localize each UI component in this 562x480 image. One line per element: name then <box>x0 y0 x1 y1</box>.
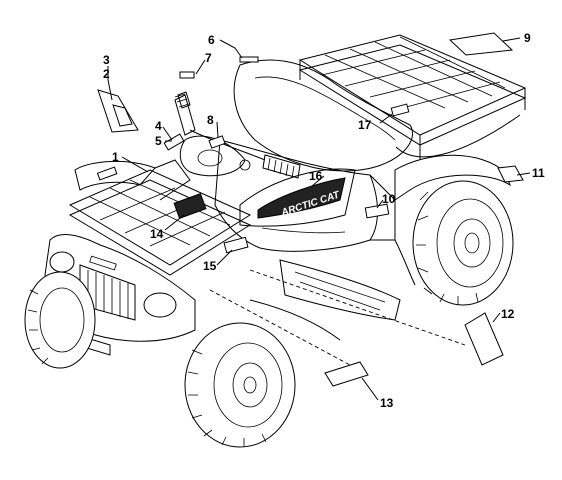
decal-7-shape <box>179 71 195 79</box>
callout-12: 12 <box>501 307 515 321</box>
decal-11-shape <box>497 165 524 183</box>
dashed-leader-12 <box>249 269 466 346</box>
dashed-leader-13 <box>209 289 351 366</box>
callout-16: 16 <box>309 169 323 183</box>
callout-10: 10 <box>382 192 396 206</box>
handlebar <box>174 91 301 179</box>
callout-6: 6 <box>208 33 215 47</box>
decal-2-inner-shape <box>112 104 133 127</box>
callout-5: 5 <box>155 134 162 148</box>
callout-8: 8 <box>207 113 214 127</box>
decal-6-shape <box>239 56 259 63</box>
callout-9: 9 <box>524 31 531 45</box>
callout-7: 7 <box>205 51 212 65</box>
decal-5-shape <box>163 133 185 151</box>
callout-14: 14 <box>150 227 164 241</box>
front-left-tire <box>24 271 96 369</box>
loose-decals <box>97 32 524 387</box>
callout-3: 3 <box>103 53 110 67</box>
callout-labels: 1 2 3 4 5 6 7 8 9 10 11 12 13 14 15 16 1… <box>103 31 545 410</box>
decal-9-shape <box>448 32 514 56</box>
callout-13: 13 <box>380 396 394 410</box>
callout-1: 1 <box>112 150 119 164</box>
callout-4: 4 <box>155 119 162 133</box>
rear-right-tire <box>412 180 514 306</box>
decal-12-shape <box>464 312 504 366</box>
rear-rack <box>298 34 527 160</box>
decal-13-shape <box>324 361 369 387</box>
decal-17-shape <box>390 103 410 117</box>
callout-17: 17 <box>358 118 372 132</box>
front-right-tire <box>184 322 296 448</box>
callout-leaders <box>107 37 531 401</box>
callout-15: 15 <box>203 259 217 273</box>
callout-2: 2 <box>103 67 110 81</box>
atv-drawing: ARCTIC CAT <box>24 34 527 448</box>
footwell <box>249 259 401 341</box>
callout-11: 11 <box>532 166 545 180</box>
